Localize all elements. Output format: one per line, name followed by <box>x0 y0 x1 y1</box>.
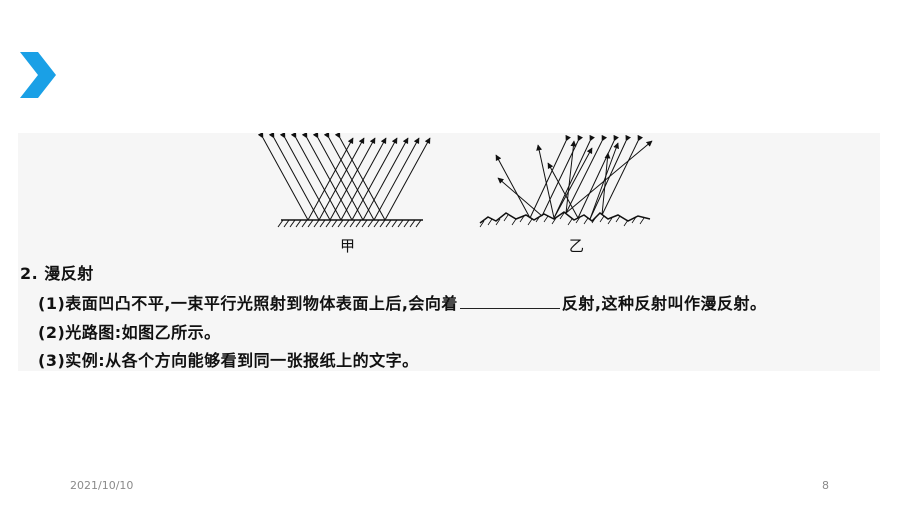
reflection-figures: 甲 <box>257 133 653 255</box>
question-title: 2. 漫反射 <box>20 264 94 283</box>
diffuse-reflection-diagram: 乙 <box>479 134 653 255</box>
chevron-right-icon <box>20 52 56 98</box>
specular-reflection-diagram: 甲 <box>257 133 431 255</box>
answer-blank <box>459 293 560 309</box>
question-line-3: (3)实例:从各个方向能够看到同一张报纸上的文字。 <box>38 351 419 370</box>
line1-prefix: (1)表面凹凸不平,一束平行光照射到物体表面上后,会向着 <box>38 294 458 313</box>
footer-date: 2021/10/10 <box>70 479 134 492</box>
question-line-2: (2)光路图:如图乙所示。 <box>38 323 221 342</box>
figure-label-jia: 甲 <box>340 237 355 255</box>
question-line-1: (1)表面凹凸不平,一束平行光照射到物体表面上后,会向着 反射,这种反射叫作漫反射… <box>38 290 767 314</box>
figure-label-yi: 乙 <box>569 237 584 255</box>
line1-suffix: 反射,这种反射叫作漫反射。 <box>561 294 767 313</box>
page-number: 8 <box>822 479 829 492</box>
content-panel: 甲 <box>18 133 880 371</box>
